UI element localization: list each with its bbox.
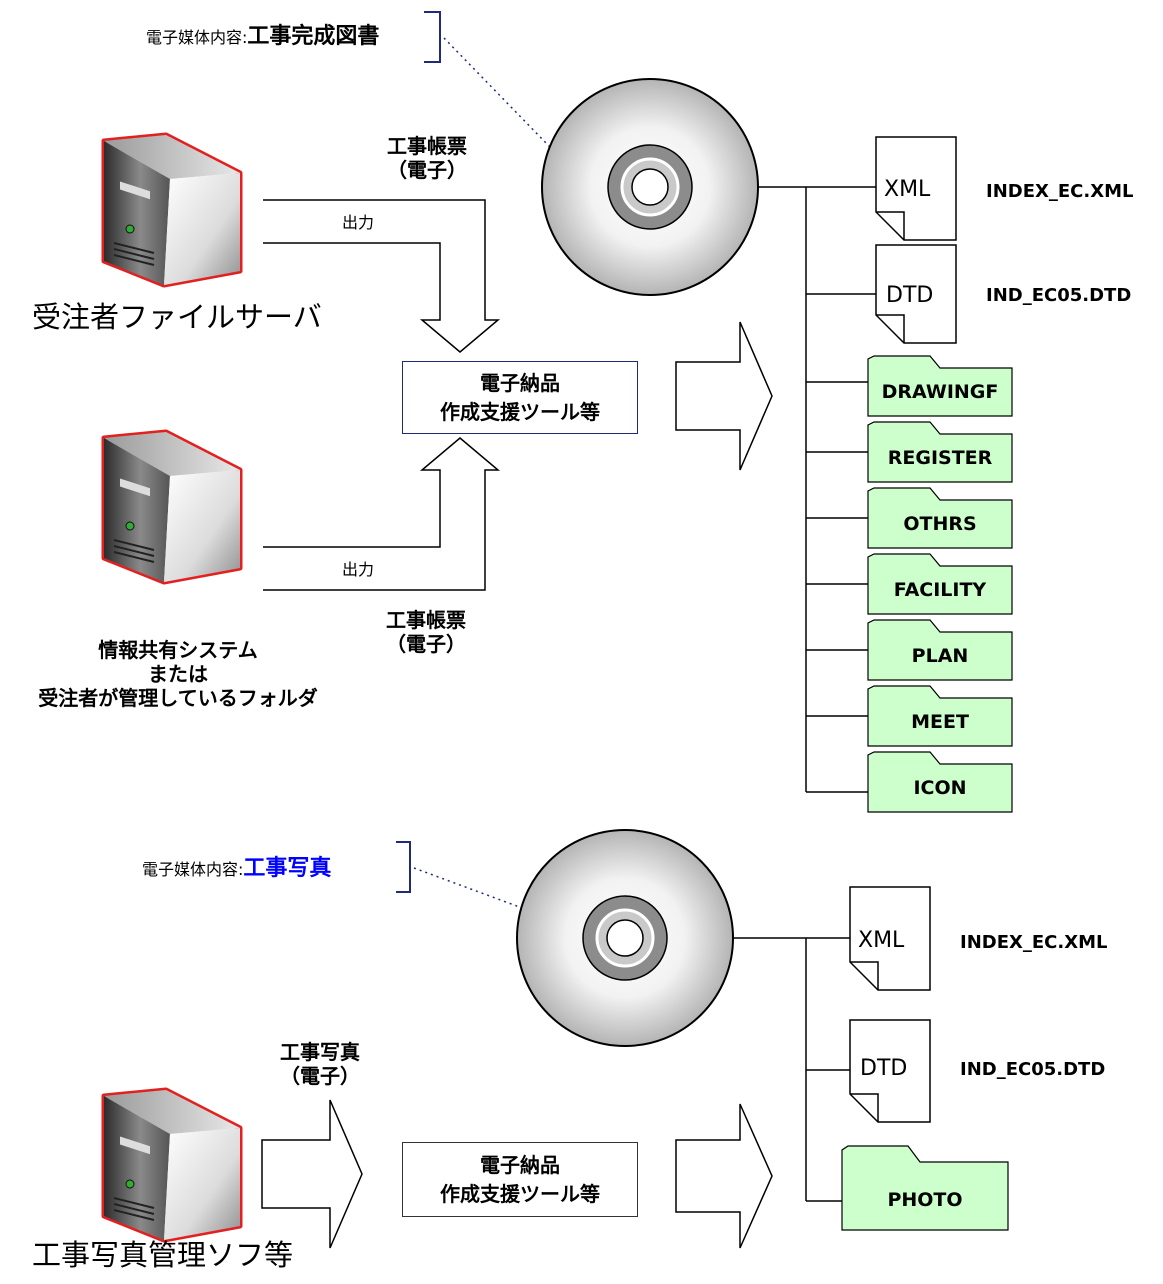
tool-box-bottom-line1: 電子納品 [480,1152,560,1177]
xml-icon-label-bottom: XML [858,928,905,953]
dtd-file-icon-bottom [849,1019,931,1123]
folder-register[interactable]: REGISTER [887,447,993,469]
media-title-top: 工事完成図書 [247,24,380,49]
folder-photo[interactable]: PHOTO [887,1189,963,1211]
xml-file-icon-bottom [849,886,931,991]
tool-box-line2: 作成支援ツール等 [440,399,600,424]
ledger-label-line1: 工事帳票 [387,134,467,158]
tool-box-bottom[interactable]: 電子納品 作成支援ツール等 [402,1142,638,1217]
xml-file-name: INDEX_EC.XML [986,181,1134,202]
media-bracket-bottom [396,841,561,923]
flow-arrow-right-top[interactable] [675,321,773,471]
tool-box-bottom-line2: 作成支援ツール等 [440,1181,600,1206]
xml-file-icon [875,136,957,241]
ledger-label-line2: （電子） [387,158,467,182]
output-label-top: 出力 [342,213,375,232]
media-caption-top: 電子媒体内容:工事完成図書 [146,24,379,50]
photo-label: 工事写真 （電子） [268,1040,372,1088]
server1-label: 受注者ファイルサーバ [32,300,322,334]
output-label-bottom: 出力 [342,560,375,579]
flow-arrow-right-bottom[interactable] [675,1103,773,1249]
dtd-file-name-bottom: IND_EC05.DTD [960,1059,1106,1080]
server-icon-1 [101,132,243,288]
folder-othrs[interactable]: OTHRS [903,513,977,535]
folder-plan[interactable]: PLAN [911,645,969,667]
tool-box-top[interactable]: 電子納品 作成支援ツール等 [402,361,638,434]
photo-label-line2: （電子） [280,1064,360,1088]
dtd-icon-label-bottom: DTD [860,1056,908,1081]
xml-icon-label: XML [884,177,931,202]
media-title-bottom: 工事写真 [243,856,332,881]
folder-icon-photo [841,1145,1009,1231]
media-caption-label-bottom: 電子媒体内容: [142,860,244,879]
server2-label-line1: 情報共有システム [98,638,258,662]
server2-label-line2: または [148,662,208,686]
photo-label-line1: 工事写真 [280,1040,360,1064]
cd-disc-icon-bottom [516,829,734,1047]
server3-label: 工事写真管理ソフ等 [32,1238,294,1272]
cd-disc-icon [541,78,759,296]
dtd-file-icon [875,244,957,344]
flow-arrow-up[interactable] [263,437,501,591]
xml-file-name-bottom: INDEX_EC.XML [960,932,1108,953]
media-caption-bottom: 電子媒体内容:工事写真 [142,856,331,882]
ledger-label-top: 工事帳票 （電子） [382,134,472,182]
server2-label: 情報共有システム または 受注者が管理しているフォルダ [0,638,356,710]
media-caption-label: 電子媒体内容: [146,28,248,47]
flow-arrow-right-photo[interactable] [261,1099,363,1249]
ledger-label-bottom: 工事帳票 （電子） [380,608,472,656]
tree-lines-top [758,186,878,793]
flow-arrow-down[interactable] [263,199,501,353]
tool-box-line1: 電子納品 [480,370,560,395]
folder-icons-top [867,355,1013,813]
dtd-file-name: IND_EC05.DTD [986,285,1132,306]
server-icon-3 [101,1087,243,1243]
server2-label-line3: 受注者が管理しているフォルダ [38,686,318,710]
folder-drawingf[interactable]: DRAWINGF [881,381,999,403]
server-icon-2 [101,429,243,585]
ledger-label2-line1: 工事帳票 [386,608,466,632]
folder-icon[interactable]: ICON [913,777,967,799]
dtd-icon-label: DTD [886,283,934,308]
tree-lines-bottom [733,937,850,1202]
folder-facility[interactable]: FACILITY [893,579,987,601]
ledger-label2-line2: （電子） [386,632,466,656]
folder-meet[interactable]: MEET [911,711,969,733]
